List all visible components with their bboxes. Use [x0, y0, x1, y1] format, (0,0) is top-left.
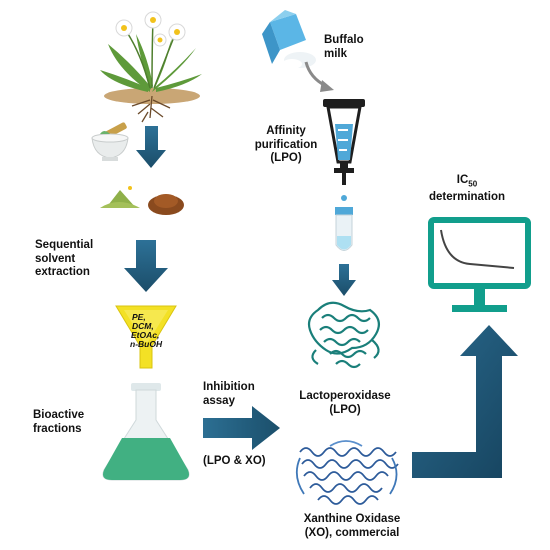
down-arrow-1 — [136, 126, 166, 168]
chromatography-column-icon — [323, 99, 365, 201]
down-arrow-3 — [332, 264, 356, 296]
label-lactoperoxidase: Lactoperoxidase (LPO) — [299, 390, 391, 416]
label-lpo-xo: (LPO & XO) — [203, 455, 266, 467]
down-arrow-2 — [124, 240, 168, 292]
xo-protein-structure-icon — [295, 440, 399, 505]
lpo-protein-structure-icon — [307, 301, 381, 369]
label-sequential-extraction: Sequential solvent extraction — [35, 239, 94, 278]
ic50-determination: determination — [428, 190, 506, 203]
right-arrow-assay — [203, 406, 280, 450]
funnel-solvent-2: DCM, — [132, 321, 154, 331]
erlenmeyer-flask-icon — [102, 383, 190, 481]
ic50-text: IC — [456, 174, 469, 186]
solvent-funnel-icon — [115, 305, 177, 369]
ic50-subscript: 50 — [468, 179, 478, 189]
label-inhibition-assay: Inhibition assay — [203, 381, 255, 407]
funnel-solvent-3: EtOAc, — [131, 330, 159, 340]
test-tube-icon — [335, 207, 353, 251]
mortar-pestle-icon — [91, 122, 129, 161]
label-ic50: IC50 determination — [412, 174, 522, 204]
monitor-curve-icon — [428, 217, 531, 312]
label-bioactive-fractions: Bioactive fractions — [33, 409, 85, 435]
label-buffalo-milk: Buffalo milk — [324, 34, 364, 60]
plant-powders-icon — [100, 186, 184, 215]
dandelion-plant-icon — [100, 11, 202, 123]
label-xanthine-oxidase: Xanthine Oxidase (XO), commercial — [303, 513, 401, 539]
milk-carton-icon — [262, 10, 316, 69]
funnel-solvent-4: n-BuOH — [130, 339, 163, 349]
l-shaped-arrow — [412, 325, 518, 478]
funnel-solvent-1: PE, — [132, 312, 146, 322]
curved-arrow — [304, 61, 334, 92]
label-affinity-purification: Affinity purification (LPO) — [254, 125, 318, 164]
